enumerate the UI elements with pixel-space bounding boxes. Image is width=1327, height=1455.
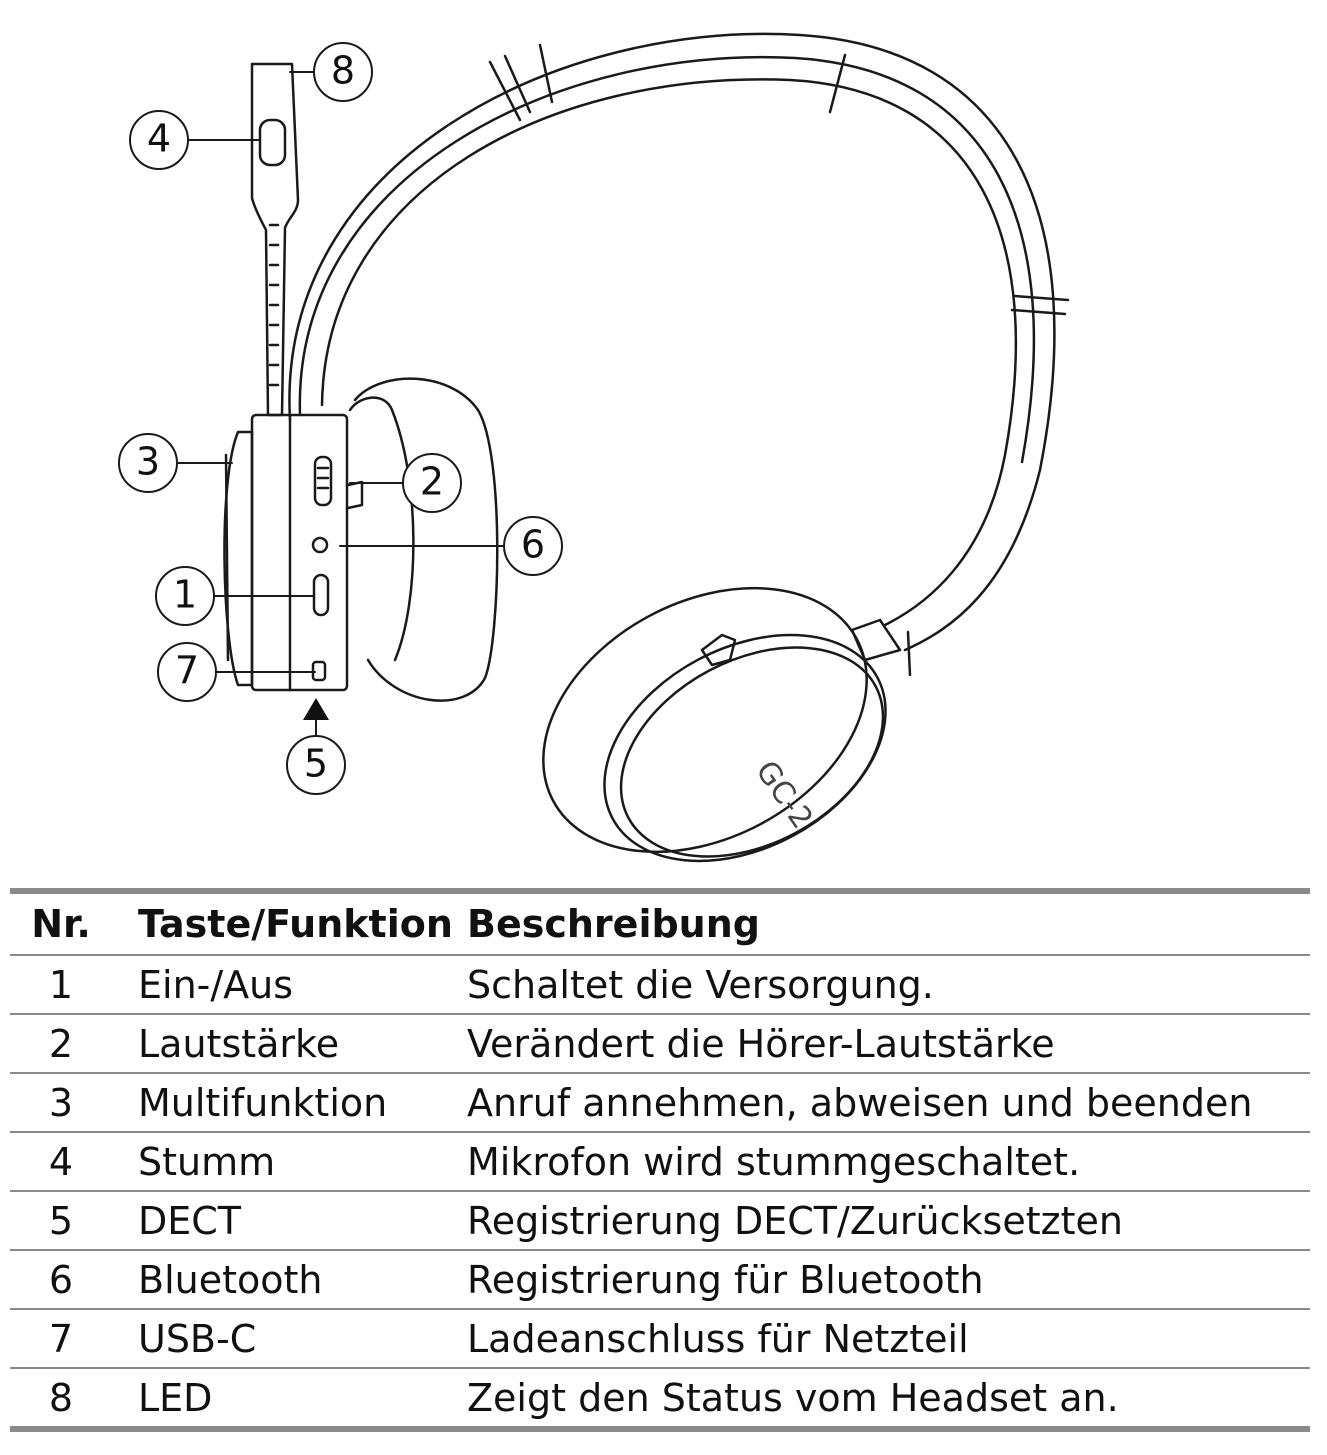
- cell-desc: Anruf annehmen, abweisen und beenden: [467, 1073, 1310, 1133]
- cell-key: USB-C: [120, 1309, 467, 1369]
- callout-label: 1: [173, 573, 197, 617]
- model-text: GC-2: [748, 755, 819, 836]
- cell-key: DECT: [120, 1191, 467, 1251]
- callout-1: 1: [155, 566, 215, 626]
- callouts: 1 2 3 4 5 6 7 8: [118, 42, 563, 795]
- callout-circle: [503, 516, 563, 576]
- cell-desc: Schaltet die Versorgung.: [467, 955, 1310, 1015]
- cell-desc: Registrierung für Bluetooth: [467, 1250, 1310, 1310]
- cell-nr: 6: [10, 1250, 120, 1310]
- left-ear-cushion: [348, 377, 499, 702]
- callout-circle: [155, 566, 215, 626]
- cell-key: Multifunktion: [120, 1073, 467, 1133]
- callout-circle: [313, 42, 373, 102]
- table-top-rule: [10, 888, 1310, 894]
- dect-button-arrow-icon: [303, 698, 329, 720]
- callout-circle: [129, 110, 189, 170]
- cell-nr: 4: [10, 1132, 120, 1192]
- callout-circle: [157, 642, 217, 702]
- callout-label: 7: [175, 649, 199, 693]
- cell-desc: Mikrofon wird stummgeschaltet.: [467, 1132, 1310, 1192]
- function-table: Nr. Taste/Funktion Beschreibung 1 Ein-/A…: [10, 894, 1310, 1426]
- callout-label: 5: [304, 742, 328, 786]
- cell-nr: 1: [10, 955, 120, 1015]
- cell-key: Stumm: [120, 1132, 467, 1192]
- table-row: 3 Multifunktion Anruf annehmen, abweisen…: [10, 1073, 1310, 1133]
- microphone-boom: [250, 62, 300, 417]
- cell-nr: 8: [48, 1375, 74, 1420]
- table-row: 7 USB-C Ladeanschluss für Netzteil: [10, 1309, 1310, 1369]
- cell-desc: Ladeanschluss für Netzteil: [467, 1309, 1310, 1369]
- header-desc: Beschreibung: [467, 894, 1310, 956]
- callout-circle: [402, 453, 462, 513]
- cell-nr: 3: [10, 1073, 120, 1133]
- cell-desc: Verändert die Hörer-Lautstärke: [467, 1014, 1310, 1074]
- header-nr: Nr.: [10, 894, 120, 956]
- callout-circle: [286, 735, 346, 795]
- headset-diagram: GC-2 1 2 3 4 5 6 7 8: [118, 32, 1070, 863]
- table-row: 2 Lautstärke Verändert die Hörer-Lautstä…: [10, 1014, 1310, 1074]
- cell-key: Ein-/Aus: [120, 955, 467, 1015]
- callout-8: 8: [313, 42, 373, 102]
- parts-table: Nr. Taste/Funktion Beschreibung 1 Ein-/A…: [10, 888, 1310, 1432]
- cell-nr: 7: [10, 1309, 120, 1369]
- callout-label: 4: [147, 117, 171, 161]
- table-row: 4 Stumm Mikrofon wird stummgeschaltet.: [10, 1132, 1310, 1192]
- leader-lines: [176, 71, 505, 736]
- table-header-row: Nr. Taste/Funktion Beschreibung: [10, 894, 1310, 956]
- headband: [288, 32, 1070, 677]
- cell-key: LED: [138, 1375, 213, 1420]
- table-row: 6 Bluetooth Registrierung für Bluetooth: [10, 1250, 1310, 1310]
- callout-circle: [118, 433, 178, 493]
- table-bottom-rule: [10, 1426, 1310, 1432]
- right-ear-cup: [542, 586, 887, 863]
- cell-desc: Zeigt den Status vom Headset an.: [467, 1375, 1119, 1420]
- callout-label: 8: [331, 49, 355, 93]
- callout-2: 2: [402, 453, 462, 513]
- callout-label: 6: [521, 523, 545, 567]
- left-ear-cup: [223, 413, 364, 692]
- table-row: 5 DECT Registrierung DECT/Zurücksetzten: [10, 1191, 1310, 1251]
- cell-desc: Registrierung DECT/Zurücksetzten: [467, 1191, 1310, 1251]
- table-row: 1 Ein-/Aus Schaltet die Versorgung.: [10, 955, 1310, 1015]
- model-label: GC-2: [748, 755, 819, 836]
- callout-7: 7: [157, 642, 217, 702]
- cell-nr: 5: [10, 1191, 120, 1251]
- cell-key: Bluetooth: [120, 1250, 467, 1310]
- table-row: 8 LED Zeigt den Status vom Headset an.: [10, 1368, 1310, 1426]
- callout-4: 4: [129, 110, 189, 170]
- callout-label: 3: [136, 440, 160, 484]
- cell-nr: 2: [10, 1014, 120, 1074]
- callout-3: 3: [118, 433, 178, 493]
- header-key: Taste/Funktion: [120, 894, 467, 956]
- cell-key: Lautstärke: [120, 1014, 467, 1074]
- callout-label: 2: [420, 460, 444, 504]
- callout-6: 6: [503, 516, 563, 576]
- callout-5: 5: [286, 735, 346, 795]
